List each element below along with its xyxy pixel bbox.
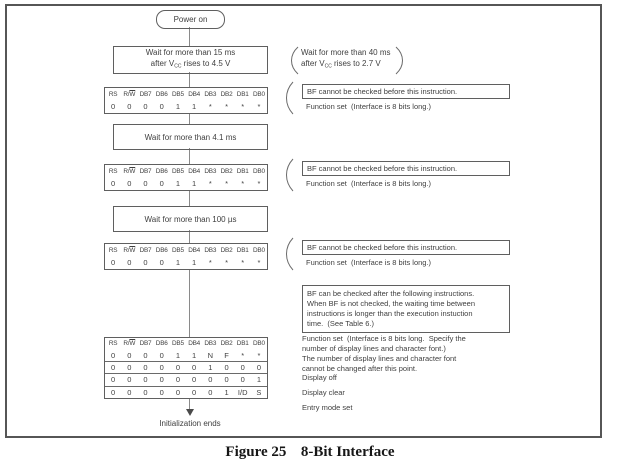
wait-4ms-label: Wait for more than 4.1 ms bbox=[144, 132, 237, 142]
function-set-label-1: Function set (Interface is 8 bits long.) bbox=[306, 102, 432, 111]
figure-number: Figure 25 bbox=[225, 444, 287, 460]
figure-caption: Figure 25 8-Bit Interface bbox=[0, 443, 620, 461]
note-paren-right bbox=[395, 46, 404, 75]
bf-note-text: BF cannot be checked before this instruc… bbox=[307, 242, 458, 252]
final-register-table: RS R/W DB7 DB6 DB5 DB4 DB3 DB2 DB1 DB0 0… bbox=[104, 337, 268, 399]
wait-4ms-box: Wait for more than 4.1 ms bbox=[113, 124, 268, 150]
wait-15ms-line1: Wait for more than 15 ms bbox=[145, 48, 236, 58]
col-db3: DB3 bbox=[204, 90, 217, 98]
side-note-line2: after VCC rises to 2.7 V bbox=[301, 59, 381, 70]
wait-15ms-box: Wait for more than 15 ms after VCC rises… bbox=[113, 46, 268, 74]
register-header-row: RS R/W DB7 DB6 DB5 DB4 DB3 DB2 DB1 DB0 bbox=[108, 340, 265, 348]
bf-checkable-note-box: BF can be checked after the following in… bbox=[302, 285, 510, 333]
bf-note-box-3: BF cannot be checked before this instruc… bbox=[302, 240, 510, 255]
function-set-label-2: Function set (Interface is 8 bits long.) bbox=[306, 179, 432, 188]
power-on-label: Power on bbox=[173, 15, 208, 24]
function-set-nf-row: 0 0 0 0 1 1 N F * * bbox=[111, 350, 261, 360]
register-value-row: 0 0 0 0 1 1 * * * * bbox=[111, 102, 261, 112]
arrow-down-icon bbox=[186, 409, 194, 416]
display-off-label: Display off bbox=[302, 373, 337, 382]
connector-line bbox=[189, 72, 190, 87]
bf-note-text: BF cannot be checked before this instruc… bbox=[307, 163, 458, 173]
connector-line bbox=[189, 189, 190, 206]
entry-mode-row: 0 0 0 0 0 0 0 1 I/D S bbox=[105, 385, 267, 398]
connector-line bbox=[189, 268, 190, 337]
annotation-paren-left bbox=[285, 158, 294, 192]
side-note-line1: Wait for more than 40 ms bbox=[301, 48, 391, 57]
function-set-label-3: Function set (Interface is 8 bits long.) bbox=[306, 258, 432, 267]
display-clear-label: Display clear bbox=[302, 388, 345, 397]
connector-line bbox=[189, 27, 190, 47]
col-db0: DB0 bbox=[253, 90, 265, 98]
vcc-subscript: CC bbox=[174, 63, 182, 70]
bf-note-box-1: BF cannot be checked before this instruc… bbox=[302, 84, 510, 99]
side-note: Wait for more than 40 ms after VCC rises… bbox=[301, 47, 391, 73]
wait-15ms-line2: after VCC rises to 4.5 V bbox=[150, 59, 231, 70]
register-table-3: RS R/W DB7 DB6 DB5 DB4 DB3 DB2 DB1 DB0 0… bbox=[104, 243, 268, 270]
connector-line bbox=[189, 148, 190, 164]
register-value-row: 0 0 0 0 1 1 * * * * bbox=[111, 179, 261, 189]
power-on-terminator: Power on bbox=[156, 10, 225, 29]
bf-note-text: BF cannot be checked before this instruc… bbox=[307, 86, 458, 96]
connector-line bbox=[189, 112, 190, 124]
col-db7: DB7 bbox=[139, 90, 152, 98]
col-rw: R/W bbox=[123, 90, 136, 98]
register-header-row: RS R/W DB7 DB6 DB5 DB4 DB3 DB2 DB1 DB0 bbox=[108, 167, 265, 175]
annotation-paren-left bbox=[285, 237, 294, 271]
col-db1: DB1 bbox=[236, 90, 249, 98]
figure-title: 8-Bit Interface bbox=[300, 444, 395, 460]
col-db2: DB2 bbox=[220, 90, 233, 98]
annotation-paren-left bbox=[285, 81, 294, 115]
vcc-subscript: CC bbox=[324, 63, 332, 70]
function-set-long-note: Function set (Interface is 8 bits long. … bbox=[302, 334, 466, 373]
display-clear-row: 0 0 0 0 0 0 0 0 0 1 bbox=[105, 373, 267, 385]
register-table-2: RS R/W DB7 DB6 DB5 DB4 DB3 DB2 DB1 DB0 0… bbox=[104, 164, 268, 191]
connector-line bbox=[189, 397, 190, 409]
col-rs: RS bbox=[108, 90, 118, 98]
col-db4: DB4 bbox=[188, 90, 201, 98]
initialization-ends-label: Initialization ends bbox=[159, 419, 221, 428]
connector-line bbox=[189, 230, 190, 243]
bf-note-box-2: BF cannot be checked before this instruc… bbox=[302, 161, 510, 176]
col-db5: DB5 bbox=[171, 90, 184, 98]
col-db6: DB6 bbox=[155, 90, 168, 98]
register-table-1: RS R/W DB7 DB6 DB5 DB4 DB3 DB2 DB1 DB0 0… bbox=[104, 87, 268, 114]
wait-100us-label: Wait for more than 100 µs bbox=[144, 214, 237, 224]
register-value-row: 0 0 0 0 1 1 * * * * bbox=[111, 258, 261, 268]
display-off-row: 0 0 0 0 0 0 1 0 0 0 bbox=[105, 360, 267, 373]
register-header-row: RS R/W DB7 DB6 DB5 DB4 DB3 DB2 DB1 DB0 bbox=[108, 246, 265, 254]
wait-100us-box: Wait for more than 100 µs bbox=[113, 206, 268, 232]
register-header-row: RS R/W DB7 DB6 DB5 DB4 DB3 DB2 DB1 DB0 bbox=[105, 88, 267, 101]
note-paren-left bbox=[290, 46, 299, 75]
entry-mode-set-label: Entry mode set bbox=[302, 403, 353, 412]
